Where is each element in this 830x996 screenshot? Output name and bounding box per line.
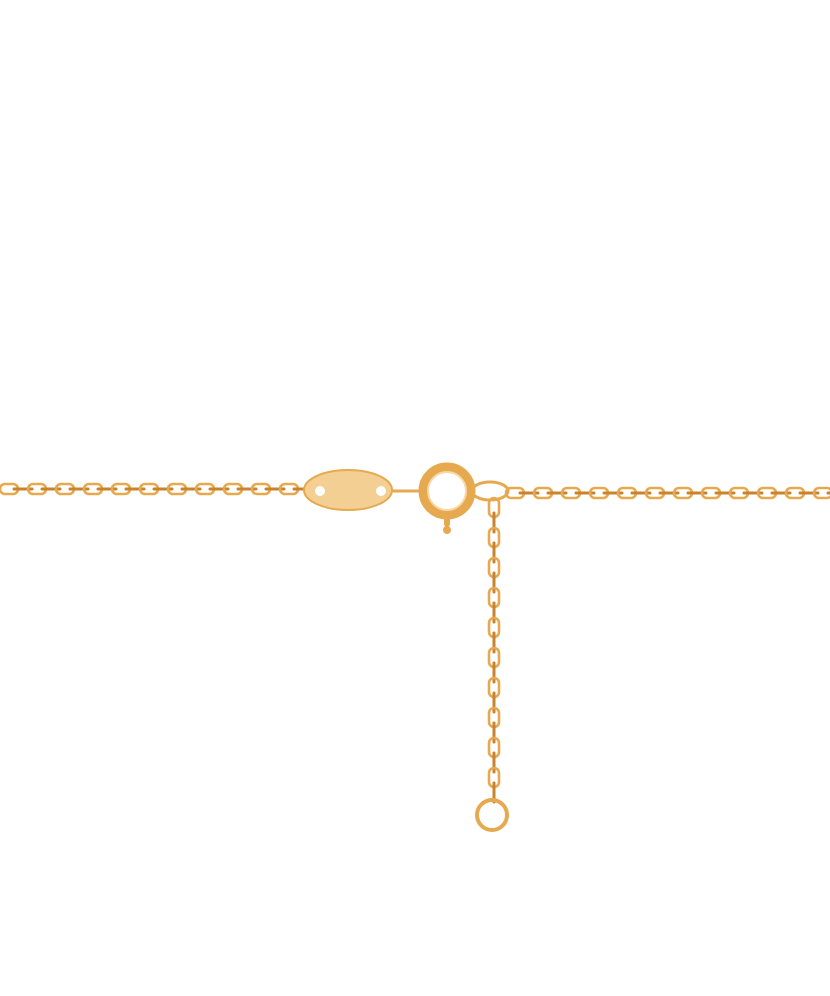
jump-ring [470, 480, 510, 502]
end-ring [475, 798, 509, 832]
spring-ring-clasp [418, 462, 476, 534]
left-chain [0, 482, 422, 496]
extender-chain [487, 496, 501, 804]
chain-link [812, 486, 830, 500]
oval-tag [303, 469, 393, 511]
right-chain [504, 486, 830, 500]
